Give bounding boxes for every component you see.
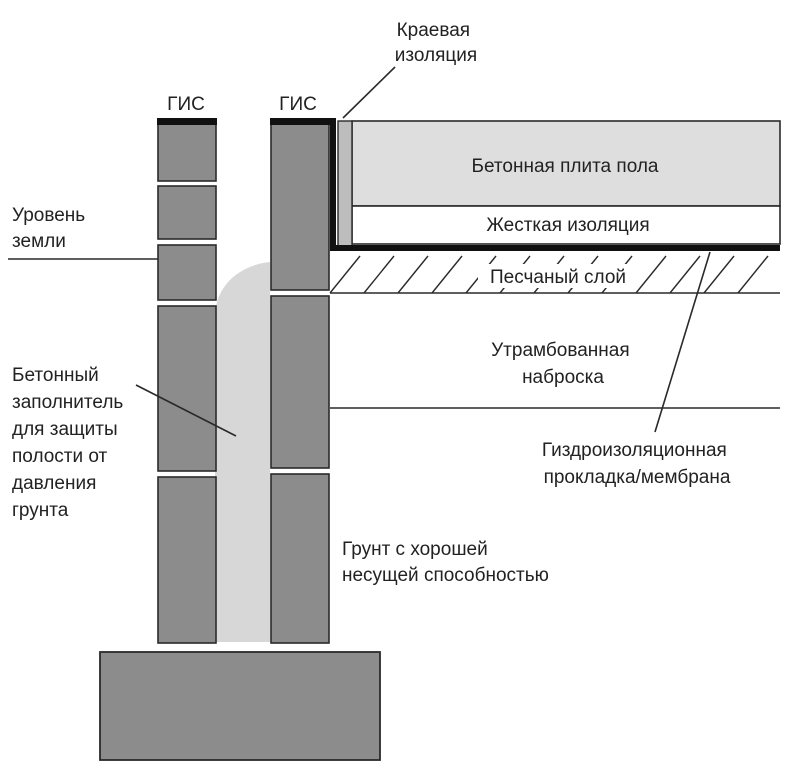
- sand-hatch-stroke: [635, 255, 667, 294]
- waterproofing-membrane: [330, 121, 780, 251]
- foundation-footing: [99, 651, 381, 761]
- cavity-concrete-fill: [215, 262, 270, 642]
- left-wall-brick: [157, 185, 217, 240]
- membrane-label: Гиздроизоляционная прокладка/мембрана: [542, 440, 732, 488]
- edge-insulation-label: Краевая изоляция: [395, 20, 477, 66]
- dpc-right-cap: [270, 118, 336, 125]
- sand-hatch-stroke: [329, 255, 361, 294]
- soil-label: Грунт с хорошей несущей способностью: [342, 539, 549, 586]
- concrete-slab-label: Бетонная плита пола: [472, 156, 659, 177]
- sand-hatch-stroke: [669, 255, 701, 294]
- rigid-insulation-label: Жесткая изоляция: [486, 215, 649, 236]
- left-wall-brick: [157, 305, 217, 472]
- sand-hatch-stroke: [397, 255, 429, 294]
- sand-hatch-stroke: [737, 255, 769, 294]
- left-wall-brick: [157, 244, 217, 301]
- sand-label-background: [478, 264, 638, 288]
- right-wall-brick: [270, 295, 330, 469]
- right-wall-brick: [270, 123, 330, 291]
- membrane-leader: [654, 251, 711, 433]
- cavity-fill-leader: [135, 384, 237, 437]
- right-wall-brick: [270, 473, 330, 644]
- sand-layer-label: Песчаный слой: [490, 267, 626, 288]
- sand-hatch-stroke: [703, 255, 735, 294]
- dpc-left-cap: [157, 118, 217, 125]
- sand-hatch-stroke: [431, 255, 463, 294]
- cavity-fill-label: Бетонный заполнитель для защиты полости …: [12, 365, 129, 521]
- edge-insulation-strip: [337, 120, 353, 247]
- dpc-left-label: ГИС: [167, 94, 205, 115]
- rigid-insulation-layer: [351, 205, 781, 245]
- left-wall-brick: [157, 476, 217, 644]
- ground-level-label: Уровень земли: [12, 205, 90, 252]
- edge-insulation-leader: [342, 66, 396, 119]
- dpc-right-label: ГИС: [279, 94, 317, 115]
- concrete-floor-slab: [351, 120, 781, 207]
- compacted-fill-label: Утрамбованная наброска: [491, 340, 635, 388]
- sand-hatch-stroke: [363, 255, 395, 294]
- left-wall-brick: [157, 123, 217, 182]
